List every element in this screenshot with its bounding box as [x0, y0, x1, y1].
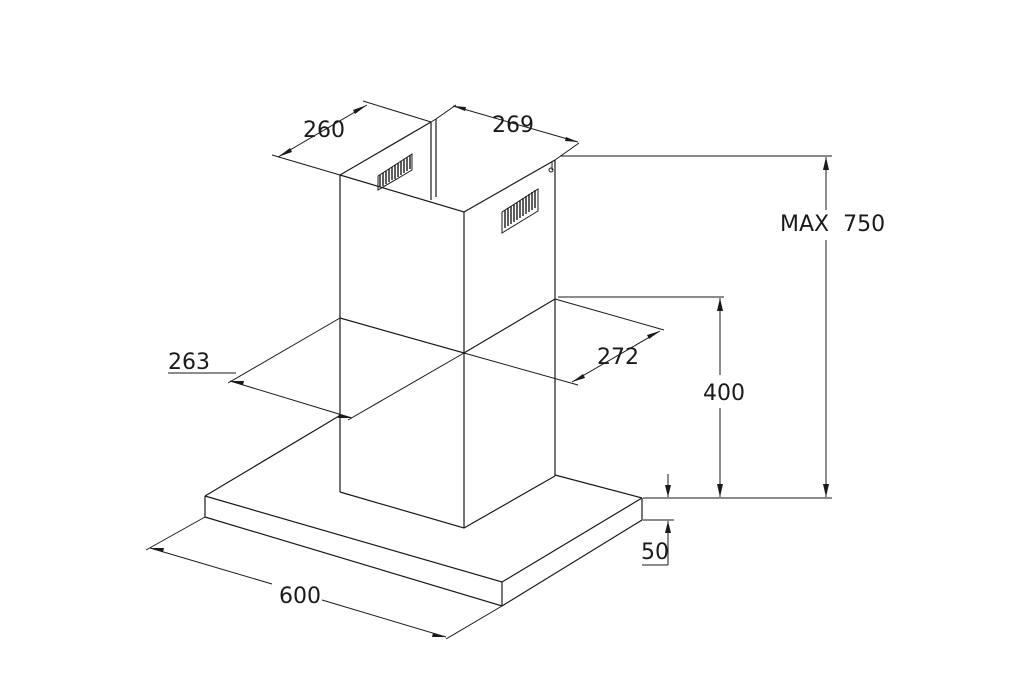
vent-slots-left — [377, 153, 413, 191]
dimension-600-label: 600 — [279, 584, 321, 609]
dimension-272-label: 272 — [597, 345, 639, 370]
dimension-272 — [463, 298, 665, 386]
dimension-263 — [168, 317, 465, 421]
dimension-600 — [145, 516, 503, 640]
dimension-max-750-label: MAX 750 — [780, 212, 885, 237]
vent-slots-right — [501, 188, 539, 234]
dimension-260-label: 260 — [303, 118, 345, 143]
dimension-400 — [558, 296, 724, 497]
dimension-400-label: 400 — [703, 381, 745, 406]
dimension-263-label: 263 — [168, 350, 210, 375]
dimension-50-label: 50 — [641, 540, 669, 565]
dimension-269-label: 269 — [492, 113, 534, 138]
chimney — [339, 118, 556, 529]
dimension-max-750 — [560, 155, 832, 499]
dimension-269 — [435, 104, 580, 161]
dimension-50 — [642, 474, 674, 566]
canopy — [204, 415, 643, 607]
dimension-260 — [271, 100, 432, 176]
